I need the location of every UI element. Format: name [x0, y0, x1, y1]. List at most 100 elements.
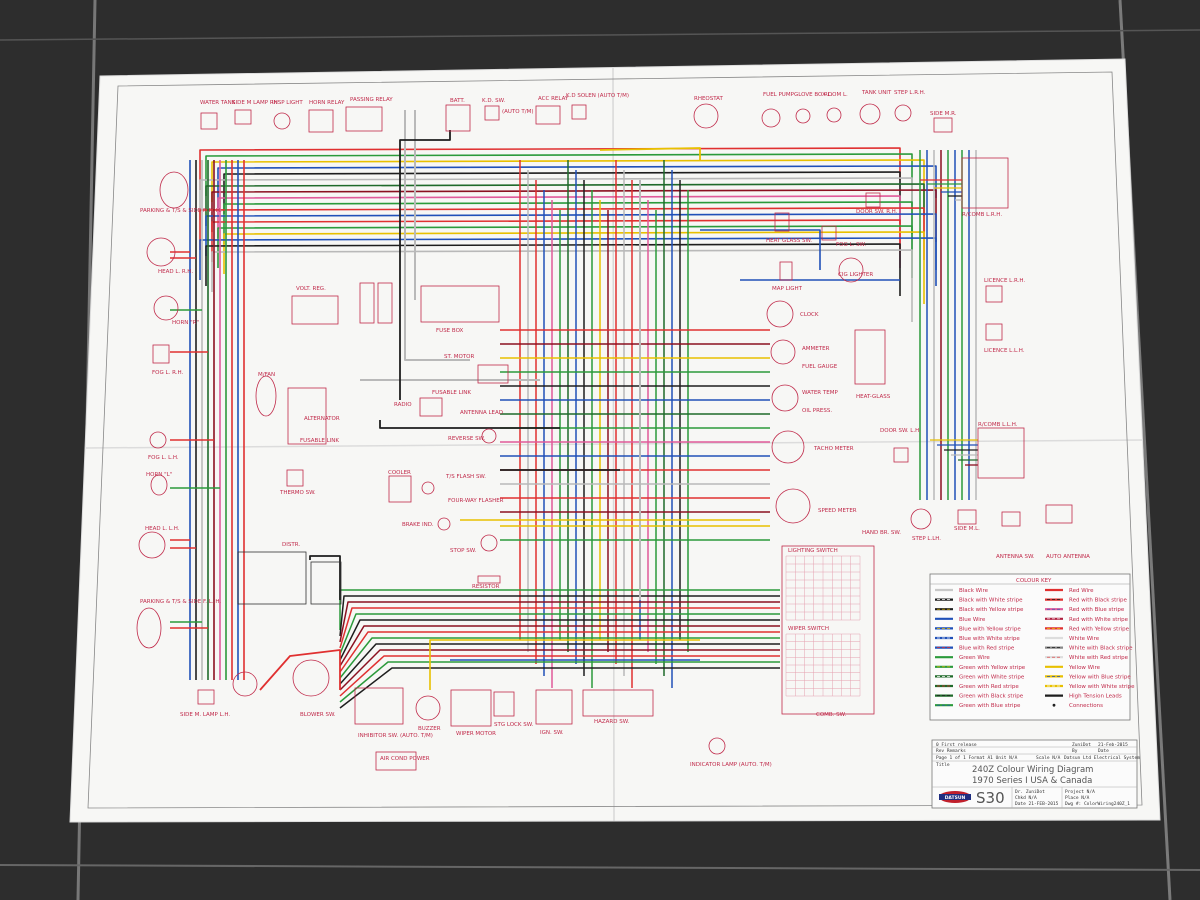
- stop-sw-icon: [480, 534, 498, 552]
- label-fusable-link2: FUSABLE LINK: [300, 438, 339, 444]
- key-label: Red with Blue stripe: [1069, 607, 1125, 613]
- key-label: Yellow with White stripe: [1068, 684, 1135, 690]
- ts-flash-sw-icon: [421, 481, 435, 495]
- model-code: S30: [976, 789, 1005, 807]
- label-antenna-sw: ANTENNA SW.: [996, 554, 1035, 560]
- thermo-sw-icon: [286, 469, 304, 487]
- label-passing-relay: PASSING RELAY: [350, 97, 393, 103]
- key-label: Red with Yellow stripe: [1069, 626, 1130, 632]
- by-label: By: [1072, 748, 1078, 754]
- label-indicator-lamp: INDICATOR LAMP (AUTO. T/M): [690, 762, 772, 768]
- key-label: Red with White stripe: [1069, 617, 1129, 623]
- wire: [339, 667, 780, 709]
- wire: [339, 661, 780, 703]
- licence-llh-icon: [985, 323, 1003, 341]
- diagram-title-line1: 240Z Colour Wiring Diagram: [972, 765, 1093, 775]
- wire: [211, 219, 901, 262]
- label-ts-flash-sw: T/S FLASH SW.: [445, 474, 486, 480]
- wire: [599, 147, 701, 160]
- inhibitor-sw-icon: [354, 687, 404, 725]
- label-st-motor: ST. MOTOR: [444, 354, 474, 360]
- parking-ts-rh-icon: [159, 171, 189, 209]
- key-label: Black with White stripe: [959, 598, 1023, 604]
- rheostat-icon: [693, 103, 719, 129]
- speed-meter-icon: [775, 488, 811, 524]
- rev-header: Rev Remarks: [936, 748, 966, 754]
- key-label: Blue Wire: [959, 617, 986, 623]
- wire: [700, 229, 821, 270]
- heat-glass-icon: [854, 329, 886, 385]
- kd-sw-icon: [484, 105, 500, 121]
- wire: [205, 183, 925, 226]
- label-auto-antenna: AUTO ANTENNA: [1046, 554, 1090, 560]
- water-temp-icon: [771, 384, 799, 412]
- rev-date: 21-Feb-2015: [1098, 742, 1128, 748]
- wiper-switch-label: WIPER SWITCH: [788, 626, 829, 632]
- date-label: Date: [1098, 748, 1109, 754]
- checked-by: Chkd N/A: [1015, 795, 1037, 801]
- wire: [379, 420, 560, 429]
- head-l-lh-icon: [138, 531, 166, 559]
- wire: [199, 147, 901, 190]
- label-tank-unit: TANK UNIT: [861, 90, 892, 96]
- label-side-mr: SIDE M.R.: [930, 111, 957, 117]
- kd-solen-icon: [571, 104, 587, 120]
- key-label: Black Wire: [959, 588, 989, 594]
- acc-relay-icon: [535, 105, 561, 125]
- map-light-icon: [779, 261, 793, 281]
- coil-icon: [310, 561, 342, 605]
- fuel-pump-icon: [761, 108, 781, 128]
- page-row: Page 1 of 1 Format A1 Unit N/A: [936, 755, 1018, 761]
- antenna-sw-icon: [1001, 511, 1021, 527]
- label-fusable-link: FUSABLE LINK: [432, 390, 471, 396]
- switch-grids: [785, 555, 861, 697]
- label-parking-ts-rh: PARKING & T/S & SIDE F. R. H.: [140, 208, 222, 214]
- resistor-icon: [477, 575, 501, 584]
- label-hazard-sw: HAZARD SW.: [594, 719, 630, 725]
- key-label: Green Wire: [959, 655, 990, 661]
- water-tank-icon: [200, 112, 218, 130]
- label-speed-meter: SPEED METER: [818, 508, 857, 514]
- key-label: White with Red stripe: [1069, 655, 1129, 661]
- wire: [339, 601, 780, 643]
- label-hand-br-sw: HAND BR. SW.: [862, 530, 901, 536]
- side-ml-icon: [957, 509, 977, 525]
- oil-press-icon: [377, 282, 393, 324]
- label-four-way-flasher: FOUR-WAY FLASHER: [448, 498, 504, 504]
- label-side-m-lamp-lh: SIDE M. LAMP L.H.: [180, 712, 230, 718]
- label-m-fan: M/FAN: [258, 372, 275, 378]
- label-buzzer: BUZZER: [418, 726, 441, 732]
- alternator-icon: [287, 387, 327, 445]
- tacho-meter-icon: [771, 430, 805, 464]
- label-kd-sw: K.D. SW.: [482, 98, 505, 104]
- rev-row: 0 First release: [936, 742, 977, 748]
- fusable-link-icon: [419, 397, 443, 417]
- comb-sw-icon: [781, 545, 875, 715]
- stg-lock-sw-icon: [493, 691, 515, 717]
- blower-motor-icon: [232, 671, 258, 697]
- key-label: Yellow with Blue stripe: [1068, 674, 1131, 680]
- glove-box-l-icon: [795, 108, 811, 124]
- label-head-l-rh: HEAD L. R.H.: [158, 269, 193, 275]
- fuse-box-icon: [420, 285, 500, 323]
- key-label: Blue with Red stripe: [959, 646, 1015, 652]
- label-distr: DISTR.: [282, 542, 300, 548]
- ign-sw-icon: [535, 689, 573, 725]
- label-water-tank: WATER TANK: [200, 100, 236, 106]
- key-label: Green with White stripe: [959, 674, 1025, 680]
- insp-light-icon: [273, 112, 291, 130]
- label-ign-sw: IGN. SW.: [540, 730, 564, 736]
- label-map-light: MAP LIGHT: [772, 286, 803, 292]
- horn-l-icon: [150, 474, 168, 496]
- tank-unit-icon: [859, 103, 881, 125]
- label-horn-l: HORN "L": [146, 472, 172, 478]
- licence-lrh-icon: [985, 285, 1003, 303]
- auto-antenna-icon: [1045, 504, 1073, 524]
- label-glove-box-l: GLOVE BOX L.: [794, 92, 833, 98]
- wire: [223, 231, 925, 304]
- fog-l-rh-icon: [152, 344, 170, 364]
- svg-text:DATSUN: DATSUN: [945, 795, 966, 801]
- label-parking-ts-lh: PARKING & T/S & SIDE F. L. H.: [140, 599, 221, 605]
